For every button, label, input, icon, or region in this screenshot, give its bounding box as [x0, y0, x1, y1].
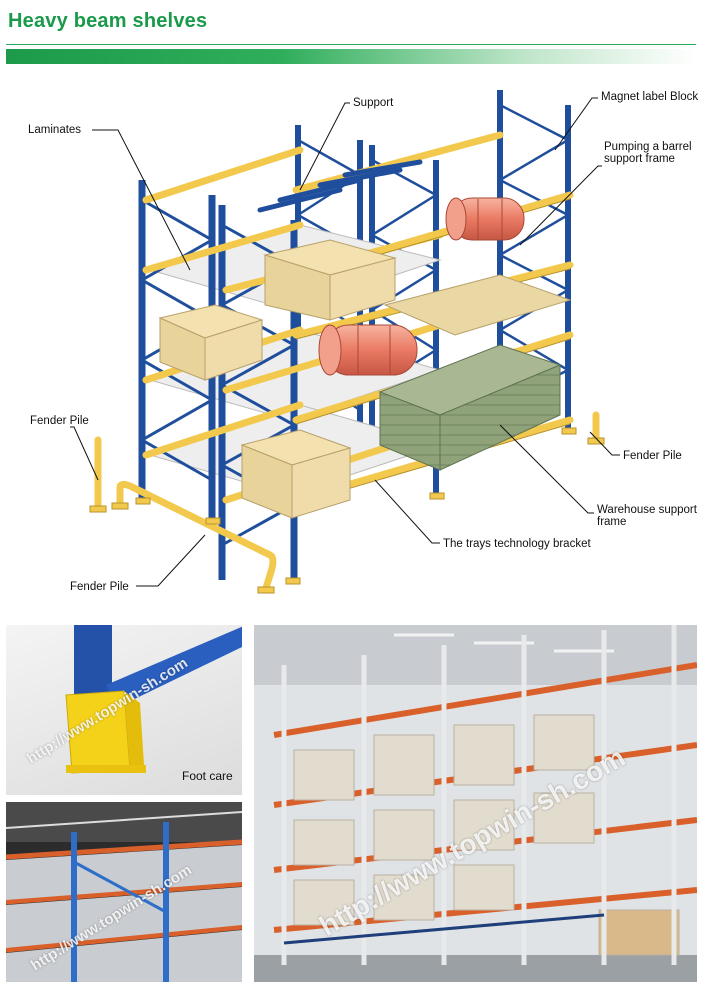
- label-laminates: Laminates: [28, 124, 82, 136]
- label-fender-pile-bottom: Fender Pile: [70, 581, 129, 593]
- fender-guards: [94, 411, 600, 592]
- barrels: [318, 197, 525, 376]
- label-fender-pile-right: Fender Pile: [623, 450, 682, 462]
- page-title: Heavy beam shelves: [8, 10, 208, 32]
- label-pumping-barrel: Pumping a barrel support frame: [604, 141, 692, 165]
- photo-foot-care: http://www.topwin-sh.com Foot care: [6, 625, 242, 795]
- label-support: Support: [353, 97, 394, 109]
- label-fender-pile-left: Fender Pile: [30, 415, 89, 427]
- support-bars: [257, 159, 423, 213]
- green-crates: [378, 344, 562, 471]
- cartons: [158, 239, 572, 519]
- photo-shelf-closeup: http://www.topwin-sh.com: [6, 802, 242, 982]
- label-magnet-label-block: Magnet label Block: [601, 91, 699, 103]
- leader-lines: [70, 97, 620, 587]
- label-warehouse-support-frame: Warehouse support frame: [597, 504, 697, 528]
- label-trays-bracket: The trays technology bracket: [443, 538, 591, 550]
- photo-warehouse: http://www.topwin-sh.com: [254, 625, 697, 982]
- title-underline: [6, 44, 696, 45]
- rack-diagram: [70, 90, 620, 594]
- caption-foot-care: Foot care: [182, 769, 233, 783]
- base-plates: [89, 427, 605, 594]
- green-header-bar: [6, 49, 696, 64]
